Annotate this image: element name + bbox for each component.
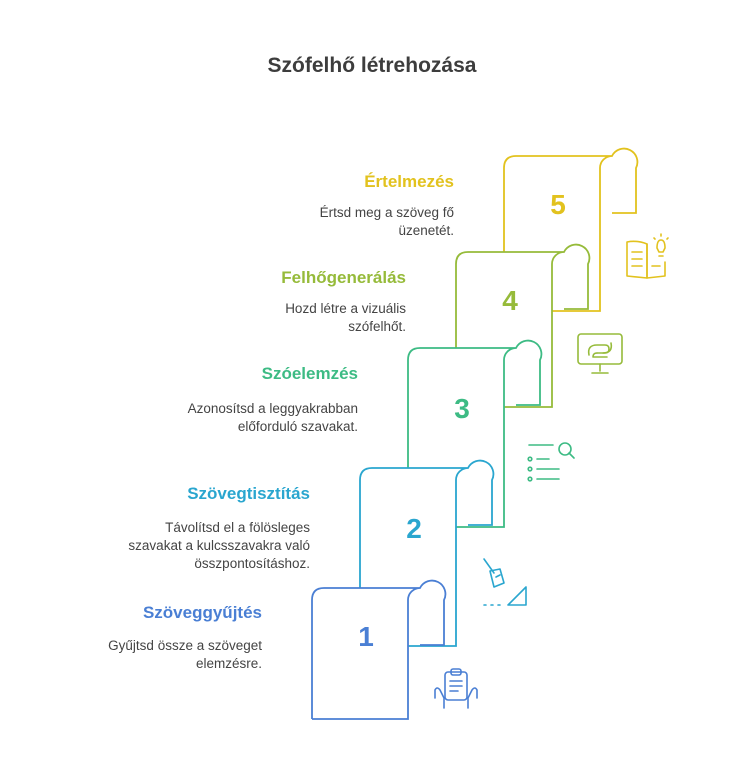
- step-1-title: Szöveggyűjtés: [142, 603, 262, 622]
- scroll-step-5: [503, 147, 639, 312]
- step-2-description: Távolítsd el a fölösleges szavakat a kul…: [128, 520, 310, 571]
- step-icons: [434, 233, 669, 709]
- scroll-step-3: [407, 339, 543, 528]
- scroll-steps: [311, 147, 639, 720]
- scroll-step-1: [311, 579, 447, 720]
- clipboard-hands-icon: [434, 668, 478, 709]
- broom-icon: [483, 558, 527, 606]
- scroll-step-1-background: [312, 580, 446, 719]
- step-2-title: Szövegtisztítás: [187, 484, 310, 503]
- step-5-title: Értelmezés: [364, 172, 454, 191]
- book-bulb-icon: [626, 233, 669, 279]
- list-search-icon: [527, 442, 575, 482]
- step-4-number: 4: [502, 285, 518, 316]
- step-5-number: 5: [550, 189, 566, 220]
- step-3-description: Azonosítsd a leggyakrabban előforduló sz…: [187, 401, 358, 434]
- step-4-title: Felhőgenerálás: [281, 268, 406, 287]
- step-2-number: 2: [406, 513, 422, 544]
- step-5-description: Értsd meg a szöveg fő üzenetét.: [319, 205, 454, 238]
- step-3-number: 3: [454, 393, 470, 424]
- step-1-number: 1: [358, 621, 374, 652]
- page-title: Szófelhő létrehozása: [267, 54, 477, 77]
- step-1-description: Gyűjtsd össze a szöveget elemzésre.: [108, 638, 262, 671]
- step-4-description: Hozd létre a vizuális szófelhőt.: [285, 301, 406, 334]
- monitor-cloud-icon: [577, 333, 623, 374]
- scroll-step-2: [359, 459, 495, 647]
- step-3-title: Szóelemzés: [261, 364, 358, 383]
- scroll-step-4: [455, 243, 591, 408]
